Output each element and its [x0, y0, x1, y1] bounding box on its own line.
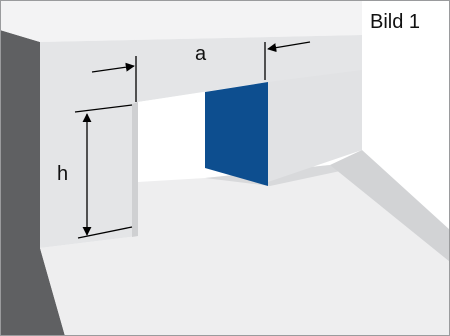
- dimension-a-arrow-left: [91, 62, 135, 73]
- dimension-a-label: a: [195, 43, 207, 65]
- left-wall: [0, 30, 65, 336]
- blue-panel[interactable]: [205, 82, 268, 186]
- pillar-inner-side: [132, 102, 138, 237]
- base-right-face: [330, 150, 450, 262]
- dimension-h-label: h: [57, 163, 68, 185]
- dimension-h-tick-bottom: [77, 226, 133, 239]
- dimension-a-arrow-right: [267, 41, 311, 53]
- right-pillar: [268, 70, 362, 182]
- dimension-h-tick-top: [74, 104, 133, 113]
- figure-title: Bild 1: [370, 11, 420, 33]
- floor-slab: [40, 165, 450, 336]
- opening-back: [138, 92, 205, 182]
- wall-top: [0, 0, 362, 42]
